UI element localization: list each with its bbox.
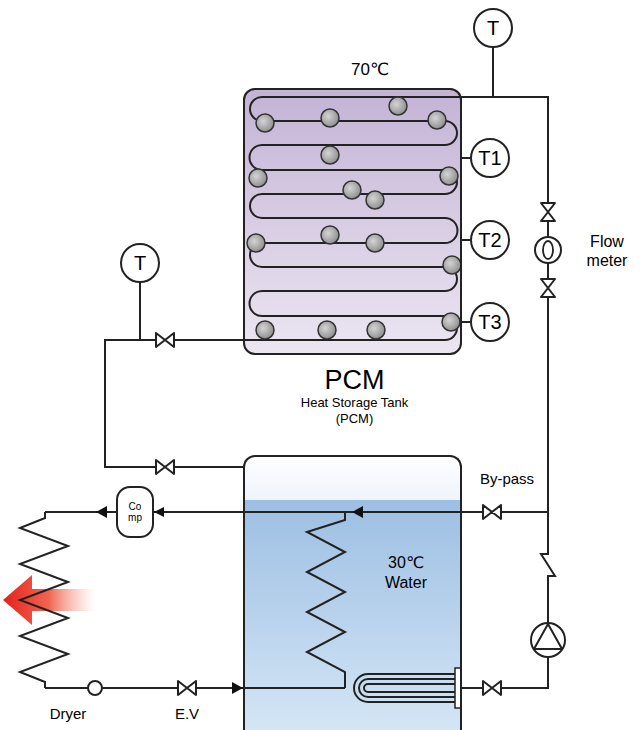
- water-label: 30℃ Water: [376, 553, 436, 593]
- pcm-capsule: [366, 234, 384, 252]
- valves: [156, 203, 555, 695]
- heat-exchanger-tube: [359, 679, 455, 697]
- valve-symbol: [156, 460, 174, 474]
- pcm-capsule: [256, 321, 274, 339]
- tank-caption: Heat Storage Tank (PCM): [285, 395, 424, 426]
- valve-symbol: [483, 505, 501, 519]
- valve-symbol: [156, 333, 174, 347]
- pcm-capsule: [440, 167, 458, 185]
- sensor-label: T1: [478, 146, 501, 170]
- water-tank-piping: [307, 512, 455, 702]
- pump-symbol: [531, 623, 565, 657]
- part-label: E.V: [160, 705, 214, 723]
- pcm-capsule: [366, 191, 384, 209]
- pcm-capsules: [247, 97, 461, 339]
- pcm-capsule: [443, 256, 461, 274]
- pcm-capsule: [249, 169, 267, 187]
- pcm-storage-tank: 70℃PCMHeat Storage Tank (PCM): [243, 88, 462, 355]
- expansion-valve-symbol: [178, 681, 196, 695]
- heat-exchanger-tube: [354, 674, 455, 702]
- flow-meter-symbol: [535, 237, 561, 263]
- flow-arrowhead: [352, 506, 363, 518]
- temperature-label: 70℃: [340, 60, 400, 80]
- compressor-label: Co mp: [121, 501, 149, 523]
- pump-symbol: [534, 624, 562, 649]
- heat-release-arrow: [3, 575, 95, 625]
- pcm-capsule: [367, 321, 385, 339]
- pcm-capsule: [321, 146, 339, 164]
- pcm-fill: [243, 88, 462, 355]
- compressor-box: Co mp: [116, 486, 154, 538]
- valve-symbol: [541, 203, 555, 221]
- pcm-capsule: [321, 226, 339, 244]
- pipe-connector: [154, 511, 243, 513]
- pipe-connector: [105, 340, 243, 467]
- sensor-label: T: [487, 16, 499, 40]
- pipe-connector: [462, 157, 470, 159]
- condenser-coil: [20, 512, 68, 688]
- pipe-connector: [462, 321, 470, 323]
- pcm-capsule: [442, 313, 460, 331]
- pcm-capsule: [247, 234, 265, 252]
- refrigerant-piping: [20, 48, 548, 688]
- evaporator-coil: [307, 512, 345, 688]
- flow-arrowhead: [232, 682, 243, 694]
- sensor-leader: [139, 283, 141, 340]
- part-label: Flow meter: [578, 232, 636, 270]
- pipe-connector: [462, 97, 548, 688]
- temperature-sensor: T: [473, 8, 513, 48]
- pcm-coil: [243, 97, 462, 340]
- part-label: Dryer: [38, 705, 98, 723]
- flow-arrowhead: [96, 506, 107, 518]
- temperature-sensor: T1: [470, 138, 510, 178]
- water-tank: 30℃ Water: [243, 455, 462, 730]
- pcm-capsule: [428, 111, 446, 129]
- flow-meter-symbol: [543, 241, 553, 259]
- tank-water: [243, 500, 462, 730]
- pcm-capsule: [318, 321, 336, 339]
- bypass-line: [243, 511, 548, 513]
- valve-symbol: [541, 279, 555, 297]
- sensor-label: T3: [478, 310, 501, 334]
- temperature-sensor: T: [120, 243, 160, 283]
- tank-air: [243, 455, 462, 500]
- sensor-label: T: [134, 251, 146, 275]
- temperature-sensor: T2: [470, 220, 510, 260]
- sensor-label: T2: [478, 228, 501, 252]
- sensor-leader: [492, 48, 494, 97]
- pcm-capsule: [321, 109, 339, 127]
- pcm-capsule: [256, 114, 274, 132]
- tank-name: PCM: [245, 367, 464, 394]
- part-label: By-pass: [466, 470, 548, 488]
- check-valve-symbol: [541, 548, 555, 582]
- temperature-sensor: T3: [470, 302, 510, 342]
- pipe-connector: [462, 239, 470, 241]
- heat-exchanger-tube: [364, 684, 455, 692]
- valve-symbol: [483, 681, 501, 695]
- dryer-symbol: [88, 681, 102, 695]
- pcm-capsule: [389, 97, 407, 115]
- pcm-capsule: [343, 181, 361, 199]
- refrigerant-line: [45, 511, 118, 513]
